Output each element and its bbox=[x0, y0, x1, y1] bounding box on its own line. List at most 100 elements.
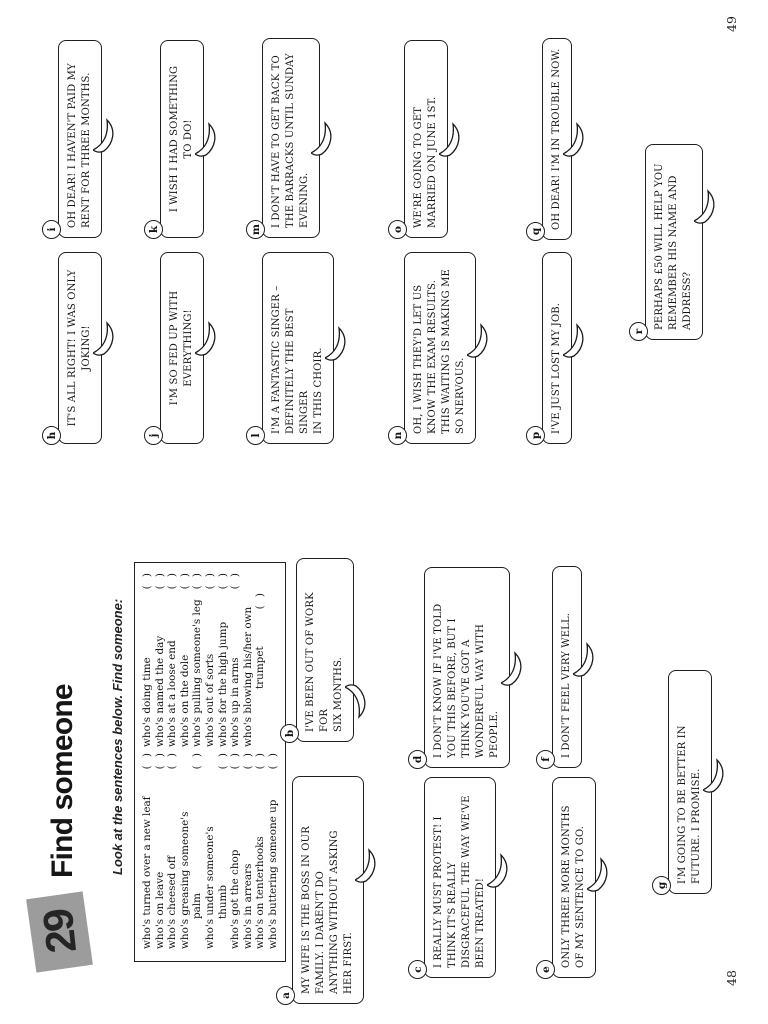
speech-bubble-e: e ONLY THREE MORE MONTHS OF MY SENTENCE T… bbox=[536, 777, 608, 979]
speech-bubble-r: r PERHAPS £50 WILL HELP YOU REMEMBER HIS … bbox=[629, 144, 715, 341]
bubble-tail bbox=[93, 118, 114, 153]
page-number-48: 48 bbox=[724, 970, 739, 986]
bubble-text: PERHAPS £50 WILL HELP YOU REMEMBER HIS N… bbox=[654, 163, 693, 330]
phrase-parens: ( ) bbox=[216, 753, 229, 770]
bubble-text: OH, I WISH THEY'D LET US KNOW THE EXAM R… bbox=[413, 269, 466, 434]
bubble-letter-badge: b bbox=[280, 724, 299, 743]
bubble-letter-badge: h bbox=[42, 426, 61, 445]
bubble-text: I WISH I HAD SOMETHING TO DO! bbox=[169, 65, 194, 213]
phrase-parens: ( ) bbox=[141, 573, 153, 590]
bubble-text: I'M A FANTASTIC SINGER – DEFINITELY THE … bbox=[271, 285, 324, 434]
phrase-parens: ( ) bbox=[191, 573, 204, 590]
phrase-item: palm ( ) bbox=[191, 753, 204, 949]
bubble-letter-badge: i bbox=[42, 220, 61, 239]
phrase-item: who's for the high jump( ) bbox=[217, 573, 230, 747]
phrase-column-right: who's doing time ( ) who's named the day ( … bbox=[141, 573, 281, 747]
bubble-tail bbox=[311, 121, 332, 156]
phrase-text: who's up in arms bbox=[229, 657, 242, 747]
bubble-letter-badge: n bbox=[388, 426, 407, 445]
phrase-parens: ( ) bbox=[229, 573, 242, 590]
phrase-box: who's turned over a new leaf( )who's on … bbox=[134, 562, 286, 962]
phrase-item: who's doing time ( ) bbox=[141, 573, 154, 747]
page-number-49: 49 bbox=[724, 16, 739, 32]
phrase-item: who's up in arms ( ) bbox=[229, 573, 242, 747]
phrase-text: who's named the day bbox=[153, 635, 166, 747]
bubble-letter-badge: d bbox=[408, 750, 427, 769]
bubble-tail bbox=[195, 122, 216, 157]
phrase-item: who's out of sorts ( ) bbox=[204, 573, 217, 747]
phrase-text: who's on the dole bbox=[178, 654, 191, 747]
phrase-item: who's turned over a new leaf ( ) bbox=[141, 753, 154, 949]
phrase-text: who's pulling someone's leg bbox=[191, 599, 204, 747]
bubble-text: I'M SO FED UP WITH EVERYTHING! bbox=[169, 290, 194, 406]
bubble-text: OH DEAR! I HAVEN'T PAID MY RENT FOR THRE… bbox=[67, 63, 92, 228]
phrase-parens: ( ) bbox=[266, 753, 279, 770]
phrase-parens: ( ) bbox=[178, 573, 191, 590]
phrase-item: who's at a loose end( ) bbox=[166, 573, 179, 747]
bubble-text: ONLY THREE MORE MONTHS OF MY SENTENCE TO… bbox=[561, 805, 586, 968]
phrase-item: who's cheesed off( ) bbox=[166, 753, 179, 949]
speech-bubble-j: j I'M SO FED UP WITH EVERYTHING! bbox=[144, 252, 216, 445]
bubble-text: IT'S ALL RIGHT! I WAS ONLY JOKING! bbox=[67, 269, 92, 427]
bubble-letter-badge: r bbox=[629, 322, 648, 341]
speech-bubble-b: b I'VE BEEN OUT OF WORK FOR SIX MONTHS. bbox=[280, 558, 366, 743]
speech-bubble-g: g I'M GOING TO BE BETTER IN FUTURE. I PRO… bbox=[652, 670, 724, 895]
phrase-text: who's out of sorts bbox=[203, 653, 216, 747]
page-48: 29 Find someone Look at the sentences be… bbox=[0, 512, 768, 1024]
phrase-item: trumpet ( ) bbox=[254, 573, 267, 747]
bubble-letter-badge: f bbox=[536, 750, 555, 769]
bubble-tail bbox=[573, 642, 594, 677]
bubble-text: I'VE BEEN OUT OF WORK FOR SIX MONTHS. bbox=[305, 592, 344, 732]
bubble-text: I REALLY MUST PROTEST! I THINK IT'S REAL… bbox=[433, 795, 486, 968]
phrase-text: thumb bbox=[216, 884, 229, 919]
bubble-letter-badge: g bbox=[652, 876, 671, 895]
phrase-item: who's got the chop( ) bbox=[229, 753, 242, 949]
phrase-parens: ( ) bbox=[191, 753, 204, 770]
bubble-letter-badge: m bbox=[246, 220, 265, 239]
page-title: Find someone bbox=[46, 684, 79, 878]
bubble-text: I'VE JUST LOST MY JOB. bbox=[551, 302, 562, 434]
phrase-item: who's buttering someone up( ) bbox=[267, 753, 280, 949]
phrase-text: who's doing time bbox=[141, 657, 153, 747]
bubble-tail bbox=[487, 853, 508, 888]
bubble-tail bbox=[467, 323, 488, 358]
bubble-text: WE'RE GOING TO GET MARRIED ON JUNE 1ST. bbox=[413, 96, 438, 228]
page-49: h IT'S ALL RIGHT! I WAS ONLY JOKING! i OH D… bbox=[42, 16, 739, 445]
phrase-parens: ( ) bbox=[153, 753, 166, 770]
phrase-text: palm bbox=[191, 892, 204, 919]
phrase-parens: ( ) bbox=[166, 753, 179, 770]
phrase-item: who's blowing his/her own bbox=[242, 573, 255, 747]
phrase-text: who's on leave bbox=[153, 871, 166, 949]
phrase-parens: ( ) bbox=[254, 593, 267, 610]
bubble-tail bbox=[587, 857, 608, 892]
bubble-letter-badge: e bbox=[536, 960, 555, 979]
bubble-tail bbox=[563, 323, 584, 358]
bubble-letter-badge: a bbox=[276, 986, 295, 1005]
bubble-text: I DON'T HAVE TO GET BACK TO THE BARRACKS… bbox=[271, 53, 310, 228]
phrase-parens: ( ) bbox=[141, 753, 153, 770]
phrase-text: who's blowing his/her own bbox=[241, 606, 254, 747]
bubble-text: I'M GOING TO BE BETTER IN FUTURE. I PROM… bbox=[677, 725, 702, 884]
phrase-text: who's at a loose end bbox=[166, 640, 179, 747]
speech-bubble-h: h IT'S ALL RIGHT! I WAS ONLY JOKING! bbox=[42, 252, 114, 445]
phrase-text: who's turned over a new leaf bbox=[141, 796, 153, 949]
phrase-item: who's on tenterhooks( ) bbox=[254, 753, 267, 949]
phrase-item: who's on the dole ( ) bbox=[179, 573, 192, 747]
phrase-parens: ( ) bbox=[241, 753, 254, 770]
bubble-tail bbox=[694, 189, 715, 224]
bubble-tail bbox=[563, 122, 584, 157]
phrase-item: who's pulling someone's leg ( ) bbox=[191, 573, 204, 747]
bubble-letter-badge: j bbox=[144, 426, 163, 445]
bubble-tail bbox=[93, 321, 114, 356]
phrase-text: who's greasing someone's bbox=[178, 811, 191, 949]
phrase-text: trumpet bbox=[254, 646, 267, 689]
lesson-badge: 29 bbox=[26, 891, 93, 973]
phrase-parens: ( ) bbox=[203, 573, 216, 590]
phrase-text: who's for the high jump bbox=[216, 621, 229, 747]
